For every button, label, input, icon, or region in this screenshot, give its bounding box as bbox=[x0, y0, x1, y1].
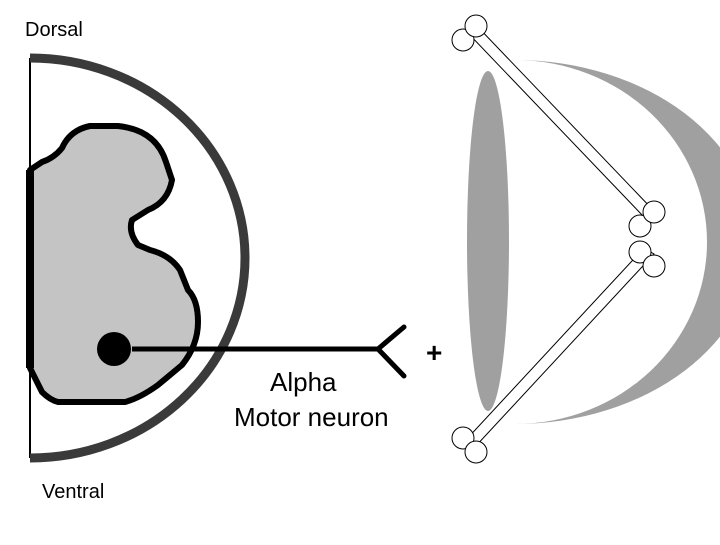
muscle bbox=[467, 60, 720, 424]
gray-matter bbox=[27, 123, 201, 405]
central-edge bbox=[26, 170, 34, 368]
neuron-label-line2: Motor neuron bbox=[234, 402, 389, 432]
joint-circle bbox=[642, 254, 666, 278]
dorsal-label: Dorsal bbox=[25, 19, 83, 41]
neuron-cell-body bbox=[97, 332, 131, 366]
joint-circle bbox=[464, 14, 488, 38]
spinal-cord-outer-border bbox=[29, 53, 250, 463]
alpha-motor-neuron bbox=[97, 324, 407, 379]
limb bbox=[451, 14, 666, 464]
muscle-edge bbox=[467, 71, 509, 411]
joint-circle bbox=[628, 214, 652, 238]
excitatory-sign: + bbox=[426, 337, 443, 368]
joint-circle bbox=[464, 440, 488, 464]
ventral-label: Ventral bbox=[42, 481, 105, 503]
joint-circle bbox=[642, 200, 666, 224]
neuron-label-line1: Alpha bbox=[270, 367, 337, 397]
axon-terminal-lower bbox=[375, 346, 407, 379]
spinal-cord bbox=[26, 53, 250, 463]
axon-terminal-upper bbox=[375, 324, 407, 352]
joint-circle bbox=[628, 240, 652, 264]
